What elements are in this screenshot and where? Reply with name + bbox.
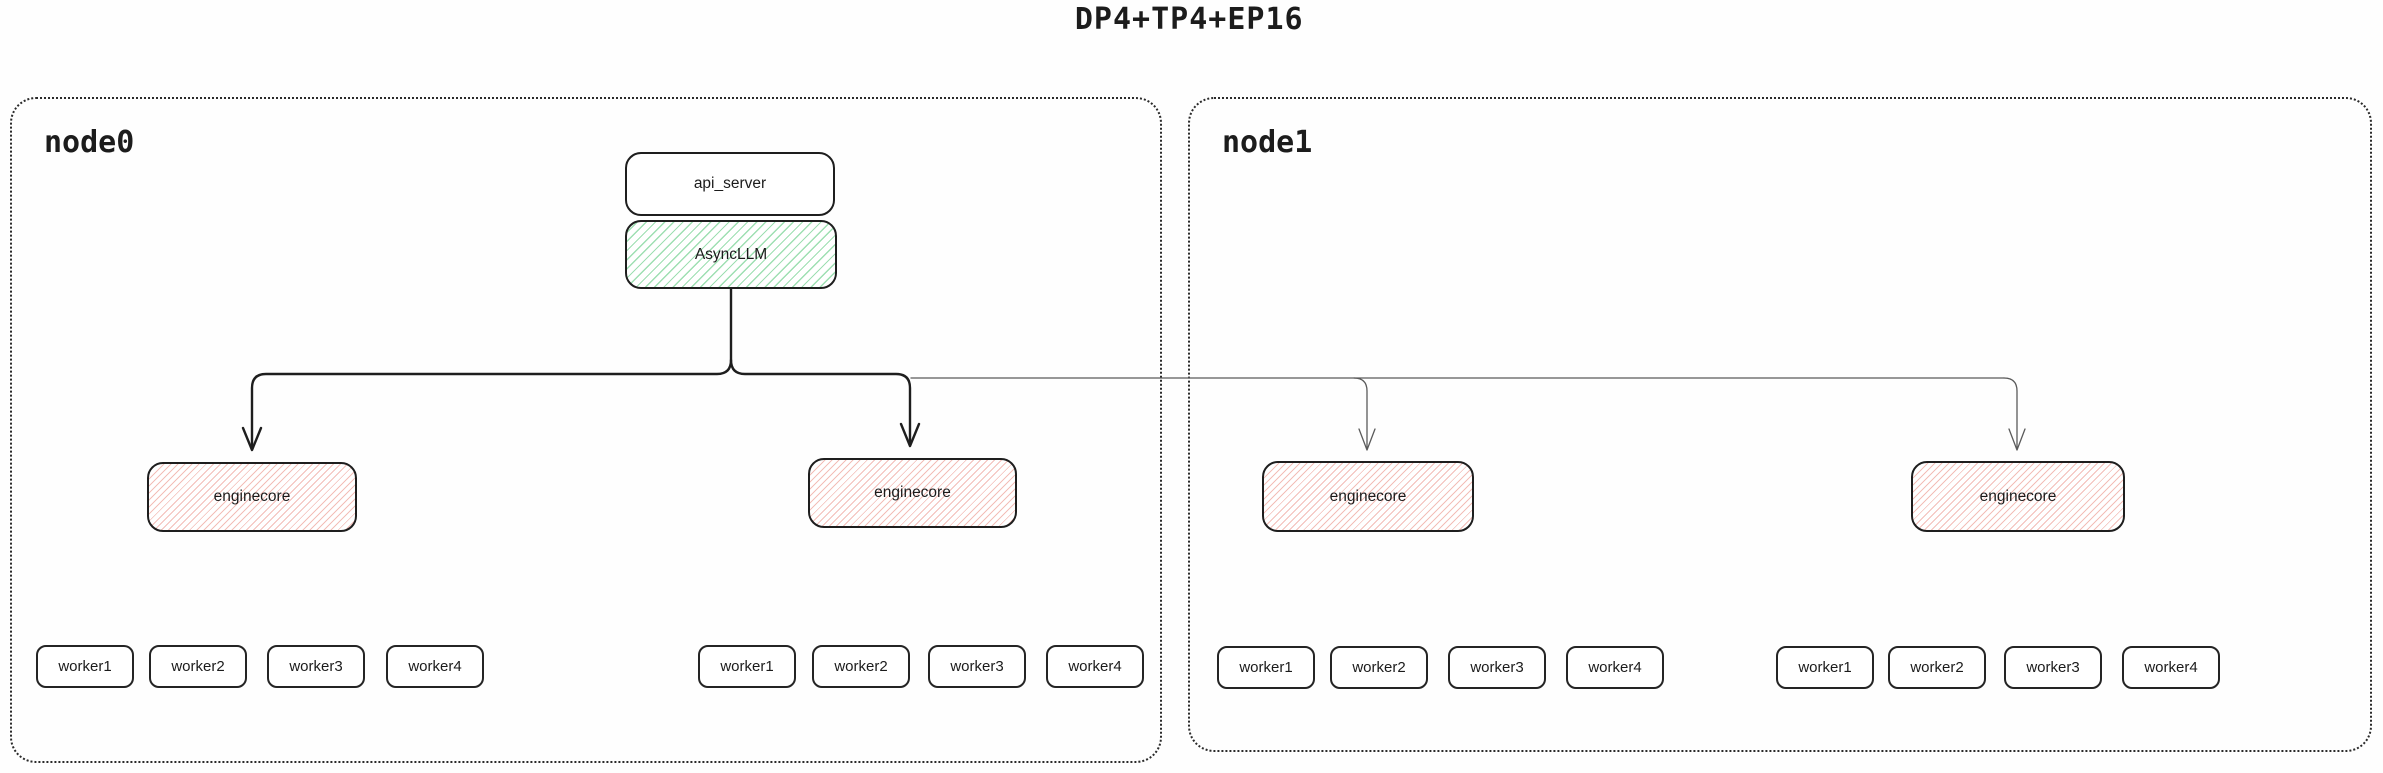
api-server-box: api_server — [625, 152, 835, 216]
worker-label: worker3 — [1470, 659, 1524, 676]
enginecore-box-node1-1: enginecore — [1262, 461, 1474, 532]
worker-box: worker2 — [1330, 646, 1428, 689]
asyncllm-box: AsyncLLM — [625, 220, 837, 289]
enginecore-label: enginecore — [213, 488, 291, 505]
worker-label: worker2 — [1910, 659, 1964, 676]
worker-box: worker1 — [1776, 646, 1874, 689]
enginecore-box-node0-1: enginecore — [147, 462, 357, 532]
node1-container: node1 — [1188, 97, 2372, 752]
worker-label: worker1 — [1798, 659, 1852, 676]
worker-box: worker4 — [1566, 646, 1664, 689]
worker-label: worker3 — [2026, 659, 2080, 676]
worker-label: worker2 — [171, 658, 225, 675]
worker-label: worker1 — [1239, 659, 1293, 676]
worker-label: worker1 — [720, 658, 774, 675]
worker-box: worker4 — [2122, 646, 2220, 689]
enginecore-label: enginecore — [1979, 487, 2057, 505]
worker-box: worker1 — [36, 645, 134, 688]
worker-label: worker3 — [950, 658, 1004, 675]
node1-label: node1 — [1222, 125, 1313, 160]
enginecore-box-node0-2: enginecore — [808, 458, 1017, 528]
worker-box: worker3 — [267, 645, 365, 688]
enginecore-box-node1-2: enginecore — [1911, 461, 2125, 532]
enginecore-label: enginecore — [1329, 487, 1407, 505]
node0-container: node0 — [10, 97, 1162, 763]
enginecore-label: enginecore — [874, 484, 951, 501]
worker-label: worker2 — [834, 658, 888, 675]
worker-box: worker4 — [386, 645, 484, 688]
worker-label: worker4 — [408, 658, 462, 675]
worker-label: worker4 — [1588, 659, 1642, 676]
worker-box: worker2 — [149, 645, 247, 688]
node0-label: node0 — [44, 125, 135, 160]
worker-box: worker3 — [2004, 646, 2102, 689]
worker-box: worker1 — [1217, 646, 1315, 689]
worker-box: worker4 — [1046, 645, 1144, 688]
worker-label: worker3 — [289, 658, 343, 675]
worker-label: worker4 — [2144, 659, 2198, 676]
worker-box: worker2 — [1888, 646, 1986, 689]
diagram-title: DP4+TP4+EP16 — [1074, 2, 1304, 37]
worker-box: worker3 — [928, 645, 1026, 688]
asyncllm-label: AsyncLLM — [694, 245, 768, 263]
worker-box: worker1 — [698, 645, 796, 688]
worker-label: worker2 — [1352, 659, 1406, 676]
worker-box: worker3 — [1448, 646, 1546, 689]
worker-label: worker4 — [1068, 658, 1122, 675]
worker-box: worker2 — [812, 645, 910, 688]
worker-label: worker1 — [58, 658, 112, 675]
api-server-label: api_server — [693, 175, 767, 192]
